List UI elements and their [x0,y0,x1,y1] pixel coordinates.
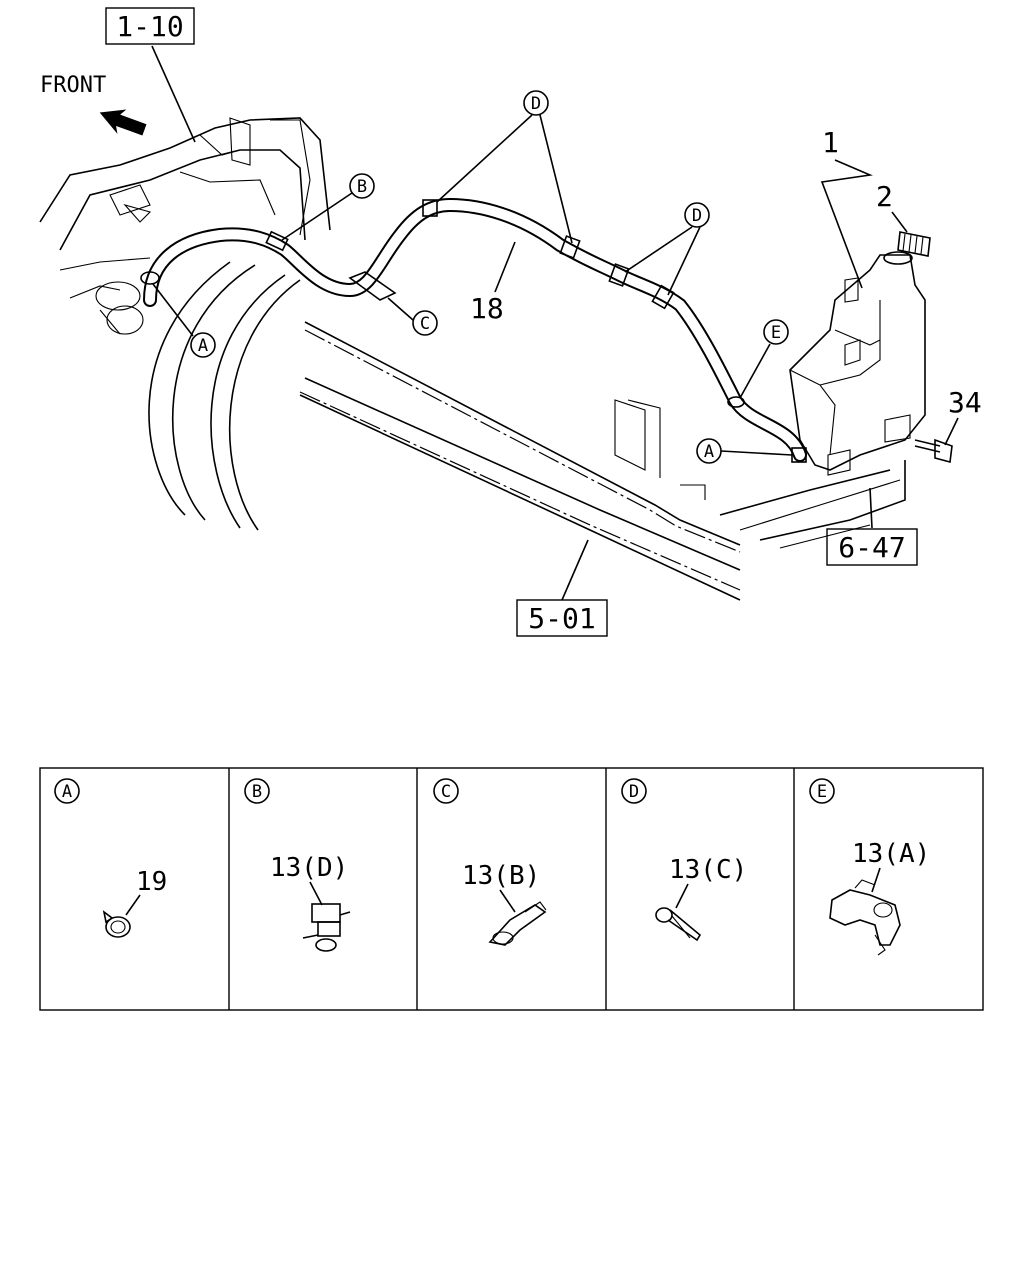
leader-1-10 [151,45,196,143]
clip-c-icon [655,907,702,942]
callout-c-circle [412,310,438,336]
front-arrow-icon [99,109,147,136]
ref-box-5-01[interactable]: 5-01 [516,599,608,637]
callout-d-top-letter: D [531,94,541,114]
clip-b-icon [488,901,547,946]
leader-b [281,192,353,241]
leader-d-top [436,114,573,244]
detail-c-part: 13(B) [462,861,540,891]
leader-part-2 [891,211,908,233]
detail-table [39,767,984,1011]
leader-e [739,343,771,399]
clip-d-4 [651,284,675,310]
part-34-label: 34 [948,386,982,419]
leader-c [387,297,414,321]
detail-c-letter: C [441,782,451,802]
clip-d-icon [302,903,351,952]
hose-clamp-icon [102,910,131,938]
ref-6-47-label: 6-47 [838,531,905,564]
front-label: FRONT [40,73,106,98]
callout-c-letter: C [420,314,430,334]
callout-a-left-letter: A [198,336,208,356]
detail-a-letter: A [62,782,72,802]
detail-e-part: 13(A) [852,839,930,869]
callout-b-letter: B [357,177,367,197]
detail-c-circle [433,778,459,804]
ref-box-6-47[interactable]: 6-47 [826,528,918,566]
detail-d-circle [621,778,647,804]
clip-b [265,230,289,252]
detail-b-circle [244,778,270,804]
detail-b-letter: B [252,782,262,802]
callout-d-top-circle [523,90,549,116]
leader-a-right [720,450,793,456]
clip-d-2 [559,235,581,259]
clip-c [348,271,397,301]
detail-b-part: 13(D) [270,853,348,883]
part-2-label: 2 [876,180,893,213]
detail-d-letter: D [629,782,639,802]
leader-5-01 [561,539,589,601]
ref-box-1-10[interactable]: 1-10 [105,7,195,45]
detail-cell-c: C 13(B) [433,778,547,946]
callout-d-right-circle [684,202,710,228]
detail-cell-b: B 13(D) [244,778,351,952]
detail-cell-e: E 13(A) [809,778,930,956]
detail-cell-a: A 19 [54,778,167,938]
callout-b-circle [349,173,375,199]
leader-a-left [152,283,194,337]
callout-e-letter: E [771,323,781,343]
detail-a-part: 19 [136,867,167,897]
clip-a-icon [829,879,901,956]
clip-d-1 [422,199,438,217]
detail-d-part: 13(C) [669,855,747,885]
part-18-label: 18 [470,292,504,325]
detail-a-circle [54,778,80,804]
detail-cell-d: D 13(C) [621,778,747,942]
callout-e-circle [763,319,789,345]
chassis-curve [148,261,301,531]
engine-assembly [39,117,331,335]
callout-a-right-letter: A [704,442,714,462]
part-1-label: 1 [822,126,839,159]
leader-part-34 [944,417,959,446]
leader-d-right [624,226,701,296]
washer-hose [140,197,807,463]
clamp-a-left [140,271,160,285]
frame-rail [299,321,906,601]
callout-a-left-circle [190,332,216,358]
clip-d-3 [608,263,630,287]
callout-d-right-letter: D [692,206,702,226]
washer-tank[interactable] [789,251,926,476]
clip-e [727,396,745,408]
detail-e-circle [809,778,835,804]
ref-1-10-label: 1-10 [116,10,183,43]
detail-e-letter: E [817,782,827,802]
ref-5-01-label: 5-01 [528,602,595,635]
leader-part-18 [494,241,516,293]
leader-part-1 [820,159,873,289]
leader-6-47 [869,487,873,529]
tank-cap[interactable] [897,231,931,257]
